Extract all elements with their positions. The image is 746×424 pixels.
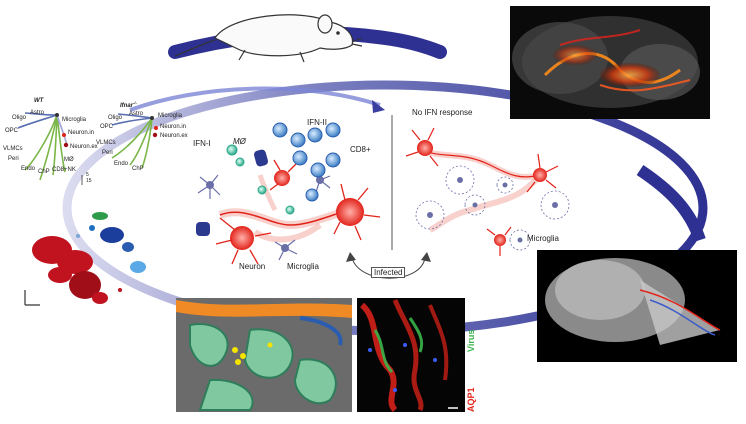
ifnar-label-endo: Endo (114, 161, 129, 167)
ifnar-label-chp: ChP (132, 166, 144, 172)
label-ifn-ii: IFN-II (307, 118, 327, 127)
ifnar-label-vlmcs: VLMCs (96, 140, 116, 146)
infected-panel (196, 122, 381, 265)
wt-label-mo: MØ (64, 157, 74, 163)
brain-imaging-panel (510, 6, 710, 119)
ifnar-label-peri: Peri (102, 150, 113, 156)
infected-state-label: Infected (371, 267, 406, 278)
wt-label-microglia: Microglia (62, 117, 87, 123)
ifnar-title: Ifnar-/- (120, 100, 137, 109)
histology-segmentation-panel (176, 298, 352, 412)
wt-label-peri: Peri (8, 156, 19, 162)
resting-microglia (415, 165, 570, 251)
infected-arrow (346, 252, 431, 279)
wt-label-neuron-ex: Neuron.ex (70, 144, 98, 150)
umap-cluster-plot (24, 212, 146, 306)
wt-title: WT (34, 98, 44, 104)
label-virus: Virus (466, 329, 476, 352)
ifnar-label-neuron-in: Neuron.in (160, 124, 187, 130)
label-no-ifn-response: No IFN response (412, 108, 473, 117)
label-neuron: Neuron (239, 262, 266, 271)
fluorescence-panel (357, 298, 465, 413)
label-cd8: CD8+ (350, 145, 371, 154)
wt-label-oligo: Oligo (12, 115, 27, 121)
ifnar-label-oligo: Oligo (108, 115, 123, 121)
ifnar-label-neuron-ex: Neuron.ex (160, 133, 188, 139)
brain-3d-render-panel (537, 250, 737, 362)
label-aqp1: AQP1 (466, 387, 476, 412)
wt-label-cd8nk: CD8+NK (52, 167, 76, 173)
label-microglia-infected: Microglia (287, 262, 320, 271)
macrophage-cells (226, 144, 295, 215)
ifn-ii-cells (272, 122, 341, 202)
ifnar-tree (111, 113, 158, 169)
wt-label-chp: ChP (38, 169, 50, 175)
mouse-illustration (174, 14, 363, 63)
scale-label-5: 5 (86, 172, 89, 178)
wt-label-endo: Endo (21, 166, 36, 172)
wt-label-neuron-in: Neuron.in (68, 130, 95, 136)
label-mo: MØ (233, 137, 246, 146)
wt-label-opc: OPC (5, 128, 19, 134)
label-microglia-uninfected: Microglia (527, 234, 560, 243)
scale-label-15: 15 (86, 178, 92, 184)
wt-label-astro: Astro (30, 110, 45, 116)
wt-tree (17, 112, 69, 181)
progress-arrow (129, 86, 385, 113)
ifnar-label-astro: Astro (129, 111, 144, 117)
ifnar-label-opc: OPC (100, 124, 114, 130)
ifnar-label-microglia: Microglia (158, 113, 183, 119)
uninfected-panel (405, 127, 570, 256)
wt-label-vlmcs: VLMCs (3, 146, 23, 152)
label-ifn-i: IFN-I (193, 139, 211, 148)
